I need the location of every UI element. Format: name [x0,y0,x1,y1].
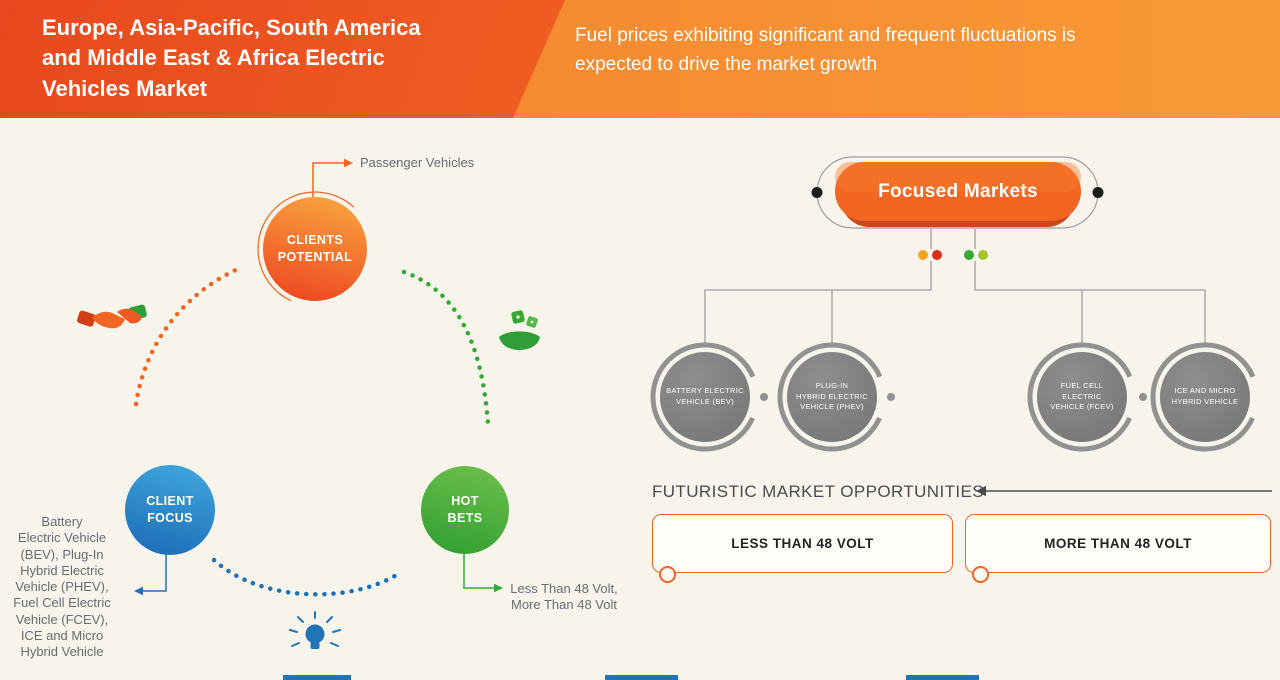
dotted-arc-orange [133,265,243,407]
ring-end-dot-right [1092,187,1104,198]
hot-bets-annotation: Less Than 48 Volt, More Than 48 Volt [510,581,618,613]
dotted-arc-blue [211,557,401,597]
client-focus-node: CLIENT FOCUS [125,465,215,555]
footer-accent-bar [283,675,351,680]
opportunities-arrow [976,485,1272,497]
passenger-vehicles-annotation: Passenger Vehicles [360,155,475,170]
page-subtitle: Fuel prices exhibiting significant and f… [575,25,1076,75]
opportunity-box-more-than-48v: MORE THAN 48 VOLT [965,514,1271,573]
focused-markets-label: Focused Markets [878,180,1038,202]
header-left-wedge [0,0,565,118]
client-focus-annotation: Battery Electric Vehicle (BEV), Plug-In … [13,514,111,659]
handshake-icon [77,304,147,329]
client-focus-connector [134,552,167,596]
hierarchy-lines [704,229,1206,346]
dotted-arc-green [401,269,491,427]
vehicle-node-dots [760,393,1147,401]
ring-end-dot-left [811,187,823,198]
footer-accent-bar [906,675,979,680]
focused-markets-pill [811,156,1104,229]
vehicle-node-bev: BATTERY ELECTRIC VEHICLE (BEV) [660,352,750,442]
footer-accent-bar [605,675,678,680]
passenger-connector [312,158,353,197]
clients-potential-node: CLIENTS POTENTIAL [263,197,367,301]
opportunity-box-less-than-48v: LESS THAN 48 VOLT [652,514,953,573]
header-banner: Europe, Asia-Pacific, South America and … [0,0,1280,118]
opportunity-box-corner-dot [972,566,989,583]
lightbulb-icon [289,611,341,649]
opportunity-box-corner-dot [659,566,676,583]
vehicle-node-fcev: FUEL CELL ELECTRIC VEHICLE (FCEV) [1037,352,1127,442]
hot-bets-node: HOT BETS [421,466,509,554]
futuristic-market-opportunities-heading: FUTURISTIC MARKET OPPORTUNITIES [652,482,984,501]
vehicle-node-phev: PLUG-IN HYBRID ELECTRIC VEHICLE (PHEV) [787,352,877,442]
branch-dots [918,250,988,260]
page-title: Europe, Asia-Pacific, South America and … [42,15,421,101]
hot-bets-connector [463,553,503,593]
hand-with-dice-icon [499,310,540,350]
vehicle-node-ice: ICE AND MICRO HYBRID VEHICLE [1160,352,1250,442]
